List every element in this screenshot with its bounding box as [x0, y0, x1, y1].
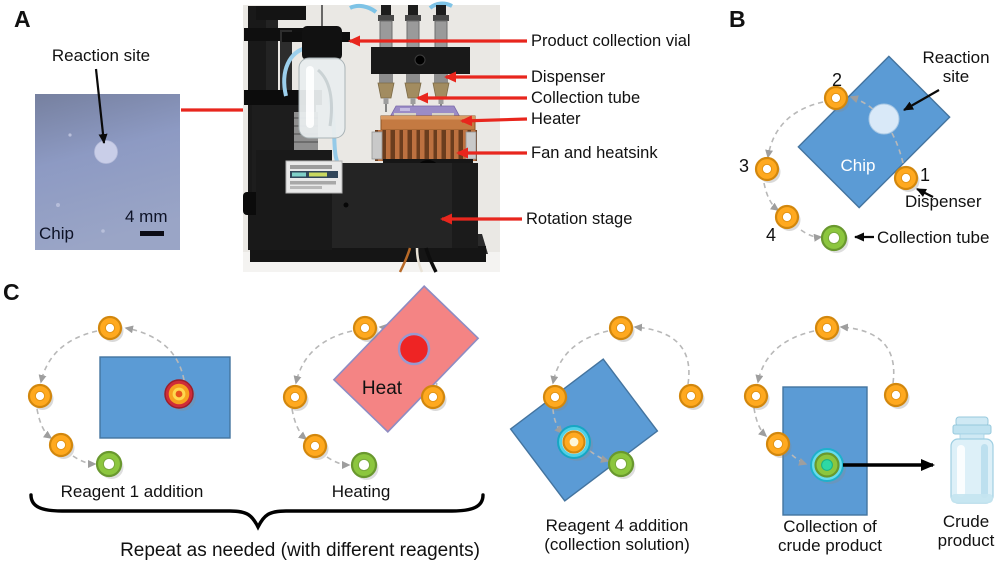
repeat-brace	[29, 493, 485, 531]
dispenser-icon	[608, 315, 636, 344]
step2-heating	[282, 285, 480, 482]
dispenser-icon	[48, 432, 76, 461]
step3-caption-line2: (collection solution)	[544, 535, 690, 554]
crude-product-label: Crude product	[926, 512, 1000, 550]
dispenser-icon	[814, 315, 842, 344]
panel-b-schematic	[754, 55, 951, 255]
label-rotation-stage: Rotation stage	[526, 210, 633, 228]
repeat-caption: Repeat as needed (with different reagent…	[120, 540, 480, 561]
position-1-label: 1	[920, 165, 931, 185]
dispenser-icon	[352, 315, 380, 344]
apparatus-photo	[243, 1, 500, 273]
dispenser-icon	[282, 384, 310, 413]
panel-a-chip-label: Chip	[39, 224, 74, 243]
step3-collection-solution	[509, 315, 706, 502]
dispenser-icon	[27, 383, 55, 412]
collection-tube-icon	[95, 450, 125, 481]
reaction-site-circle	[868, 103, 900, 135]
dispenser-icon	[883, 382, 911, 411]
dispenser-icon	[420, 384, 448, 413]
step4-caption: Collection of crude product	[765, 517, 895, 555]
panel-b-reaction-site-label: Reaction site	[922, 48, 990, 86]
dispenser-icon	[678, 383, 706, 412]
label-arrow-heater	[460, 115, 528, 127]
label-dispenser: Dispenser	[531, 68, 606, 86]
vial-cap	[302, 26, 342, 60]
dispenser-icon	[774, 204, 802, 233]
glass-vial	[298, 57, 346, 139]
position-3-label: 3	[739, 156, 750, 176]
label-heater: Heater	[531, 110, 581, 128]
step4-collection	[743, 315, 994, 516]
panel-b-chip-label: Chip	[840, 156, 876, 175]
dispenser-icon	[302, 433, 330, 462]
dispenser-icon	[97, 315, 125, 344]
chip-photo	[35, 94, 180, 250]
heated-reaction-icon	[397, 332, 431, 366]
panel-a-scale-label: 4 mm	[125, 207, 168, 226]
crude-product-vial-icon	[950, 416, 994, 504]
collection-tube-icon	[350, 451, 380, 482]
reaction-site-spot	[94, 140, 118, 164]
panel-b-collection-tube-label: Collection tube	[877, 228, 990, 247]
crude-product-collection-icon	[810, 448, 846, 484]
panel-c-letter: C	[3, 279, 20, 305]
step4-caption-line2: crude product	[778, 536, 882, 555]
step4-caption-line1: Collection of	[783, 517, 877, 536]
dispenser-icon	[743, 383, 771, 412]
reaction-site-arrow	[94, 68, 108, 144]
dispenser-icon	[823, 85, 851, 114]
dispenser-icon	[893, 165, 921, 194]
label-fan-heatsink: Fan and heatsink	[531, 144, 658, 162]
scale-bar	[140, 231, 164, 236]
step2-caption: Heating	[331, 482, 391, 501]
step1-reagent-addition	[27, 315, 231, 481]
crude-product-line1: Crude	[942, 512, 990, 531]
step3-caption-line1: Reagent 4 addition	[545, 516, 689, 535]
reagent-drop-icon	[164, 379, 196, 411]
heat-label: Heat	[361, 378, 403, 399]
dispenser-icon	[754, 156, 782, 185]
label-product-collection-vial: Product collection vial	[531, 32, 691, 50]
collection-solution-icon	[557, 425, 593, 461]
collection-tube-icon	[607, 450, 637, 481]
panel-b-dispenser-label: Dispenser	[905, 192, 982, 211]
step1-caption: Reagent 1 addition	[60, 482, 204, 501]
label-collection-tube: Collection tube	[531, 89, 641, 107]
reaction-site-arrow	[903, 89, 940, 111]
panel-a-reaction-site-label: Reaction site	[51, 46, 151, 65]
crude-product-line2: product	[937, 531, 995, 550]
dispenser-arrow	[916, 188, 934, 198]
position-4-label: 4	[766, 225, 777, 245]
position-2-label: 2	[832, 70, 843, 90]
step3-caption: Reagent 4 addition (collection solution)	[522, 516, 712, 554]
heatsink-fins	[371, 130, 477, 161]
collection-tube-icon	[820, 224, 850, 255]
panel-b-letter: B	[729, 6, 746, 32]
panel-a-letter: A	[14, 6, 31, 32]
